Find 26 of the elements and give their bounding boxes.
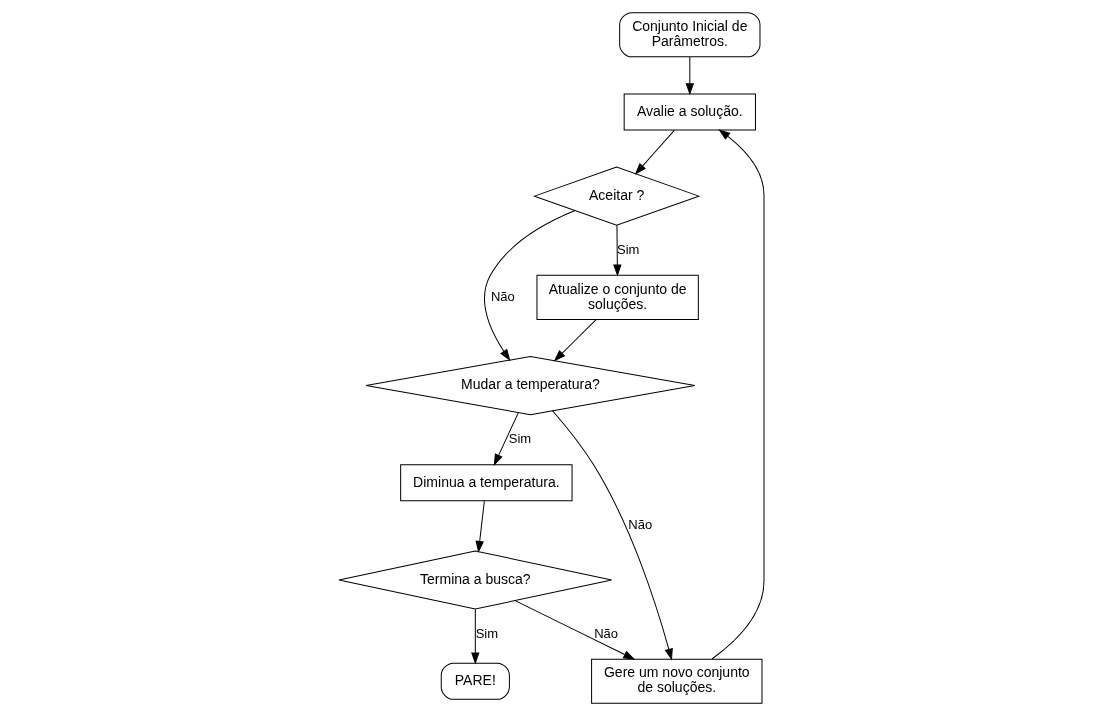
- arrow: [483, 210, 576, 361]
- node-diamond: Aceitar ?: [533, 166, 699, 226]
- edge-label: Sim: [475, 625, 498, 641]
- node-box: Diminua a temperatura.: [399, 464, 573, 502]
- node-box: Conjunto Inicial de Parâmetros.: [618, 12, 760, 58]
- arrow: [634, 129, 675, 175]
- node-box: Gere um novo conjunto de soluções.: [590, 658, 762, 704]
- arrow: [551, 410, 673, 660]
- arrow: [475, 500, 485, 553]
- node-box: Avalie a solução.: [623, 93, 756, 131]
- arrow: [514, 600, 634, 660]
- node-box: Atualize o conjunto de soluções.: [535, 274, 699, 320]
- arrow: [711, 129, 764, 660]
- edge-label: Não: [627, 517, 652, 533]
- arrow: [493, 412, 519, 465]
- arrow: [553, 319, 597, 361]
- edge-label: Sim: [508, 431, 531, 447]
- node-box: PARE!: [440, 662, 510, 700]
- arrow: [685, 56, 694, 95]
- edge-label: Sim: [616, 241, 639, 257]
- node-diamond: Mudar a temperatura?: [365, 356, 695, 416]
- edge-label: Não: [593, 625, 618, 641]
- node-diamond: Termina a busca?: [338, 550, 612, 610]
- arrow: [612, 224, 621, 276]
- arrow: [470, 608, 479, 664]
- edge-label: Não: [490, 288, 515, 304]
